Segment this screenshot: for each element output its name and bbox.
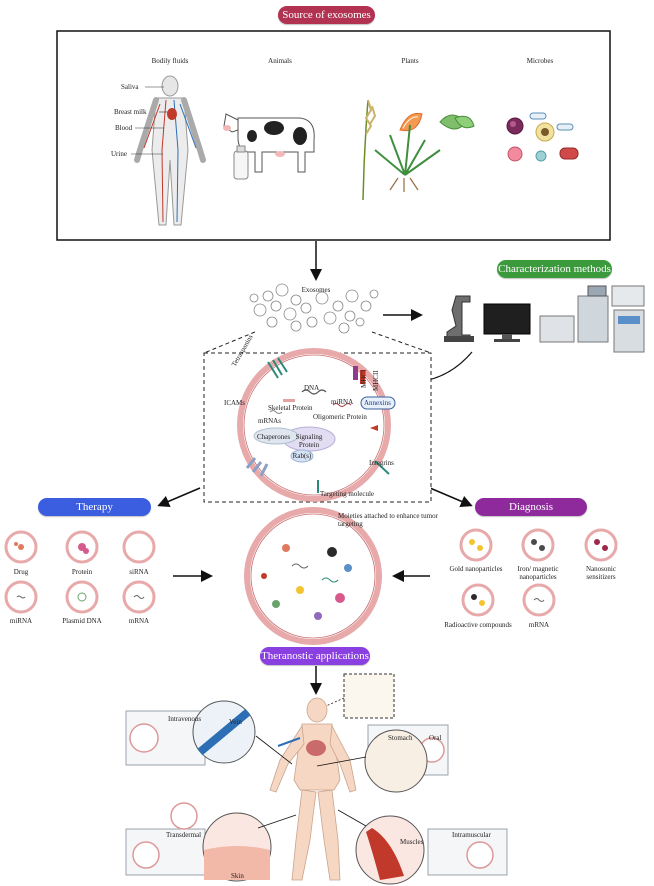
- therapy-item-plasmid-dna: Plasmid DNA: [62, 617, 102, 625]
- chaperones-label: Chaperones: [257, 433, 291, 441]
- rabs-blob: [290, 449, 314, 463]
- fluid-saliva-label: Saliva: [121, 83, 139, 91]
- targeting-molecule-label: Targeting molecule: [320, 490, 375, 498]
- route-stomach-label: Stomach: [388, 734, 413, 742]
- analyzer-icon: [539, 285, 645, 353]
- cow-icon: [223, 113, 315, 173]
- diagnosis-item-mrna: mRNA: [528, 621, 550, 629]
- icams-icon: [245, 457, 269, 477]
- therapy-item-mirna: miRNA: [9, 617, 33, 625]
- exosomes-label: Exosomes: [301, 286, 331, 294]
- route-intramuscular-label: Intramuscular: [452, 831, 491, 839]
- dna-icon: [301, 389, 327, 395]
- chaperones-blob: [253, 427, 299, 445]
- theranostic-title-pill: Theranostic applications: [260, 647, 370, 665]
- skin-icon: [204, 846, 270, 880]
- mhcii-label: MHCII: [372, 370, 380, 391]
- characterization-title-pill: Characterization methods: [497, 260, 612, 278]
- mirna-label: miRNA: [331, 398, 354, 406]
- source-category-animals: Animals: [268, 57, 292, 65]
- skeletal-protein-label: Skeletal Protein: [268, 404, 313, 412]
- theranostic-exosome: [244, 507, 382, 645]
- microbes-icon: [506, 112, 579, 162]
- signaling-protein-label: Signaling Protein: [295, 433, 323, 449]
- mrnas-label: mRNAs: [258, 417, 281, 425]
- mhci-label: MHCI: [360, 369, 368, 388]
- vein-icon: [197, 708, 251, 756]
- annexins-label: Annexins: [364, 399, 391, 407]
- annexins-icon: [360, 396, 396, 410]
- human-body-theranostic-icon: [269, 697, 357, 881]
- source-title-pill: Source of exosomes: [278, 6, 375, 24]
- therapy-item-sirna: siRNA: [129, 568, 149, 576]
- therapy-title-pill: Therapy: [38, 498, 151, 516]
- diagnosis-cargo: [469, 539, 608, 606]
- receptor-icon: [370, 425, 378, 431]
- route-intravenous-label: Intravenous: [168, 715, 202, 723]
- muscles-icon: [366, 828, 404, 880]
- tetraspanins-icon: [267, 357, 288, 379]
- rabs-label: Rab(s): [292, 452, 312, 460]
- milk-bottle-icon: [233, 145, 249, 180]
- stomach-zoom: [364, 729, 428, 793]
- diagnosis-title-pill: Diagnosis: [475, 498, 587, 516]
- route-transdermal-label: Transdermal: [166, 831, 202, 839]
- oligomeric-protein-label: Oligomeric Protein: [313, 413, 367, 421]
- source-category-plants: Plants: [401, 57, 419, 65]
- moieties-label: Moieties attached to enhance tumor targe…: [338, 512, 438, 528]
- exosome-membrane: [237, 348, 391, 502]
- source-panel: [56, 30, 611, 241]
- monitor-icon: [483, 303, 531, 342]
- diagnosis-item-radioactive: Radioactive compounds: [444, 621, 512, 629]
- exosome-cluster: [249, 283, 379, 334]
- fluid-breast-milk-label: Breast milk: [114, 108, 147, 116]
- cargo-icons: [261, 544, 352, 620]
- diagnosis-item-iron: Iron/ magnetic nanoparticles: [517, 565, 559, 581]
- source-category-microbes: Microbes: [526, 57, 554, 65]
- diagnosis-item-nanosonic: Nanosonic sensitizers: [586, 565, 616, 581]
- microscope-icon: [444, 295, 474, 342]
- integrins-label: Integrins: [369, 459, 394, 467]
- route-vein-label: Vein: [229, 718, 242, 726]
- source-category-bodily-fluids: Bodily fluids: [151, 57, 189, 65]
- fluid-blood-label: Blood: [115, 124, 133, 132]
- diagnosis-item-gold: Gold nanoparticles: [449, 565, 503, 573]
- lungs-icon: [306, 740, 326, 756]
- iv-line: [277, 737, 301, 747]
- therapy-item-protein: Protein: [71, 568, 93, 576]
- therapy-cargo: [14, 542, 145, 602]
- route-oral-label: Oral: [429, 734, 442, 742]
- brain-inset: [343, 673, 395, 719]
- fluid-urine-label: Urine: [111, 150, 127, 158]
- dna-label: DNA: [304, 384, 320, 392]
- mirna-icon: [332, 403, 352, 407]
- route-skin-label: Skin: [231, 872, 244, 880]
- therapy-item-drug: Drug: [13, 568, 29, 576]
- icams-label: ICAMs: [224, 399, 246, 407]
- integrins-icon: [374, 460, 390, 475]
- plants-icon: [362, 99, 475, 201]
- therapy-item-mrna: mRNA: [128, 617, 150, 625]
- mrnas-icon: [269, 410, 283, 414]
- human-body-icon: [134, 75, 206, 226]
- mhc-icon: [353, 366, 365, 384]
- skeletal-protein-icon: [283, 399, 295, 402]
- route-muscles-label: Muscles: [400, 838, 424, 846]
